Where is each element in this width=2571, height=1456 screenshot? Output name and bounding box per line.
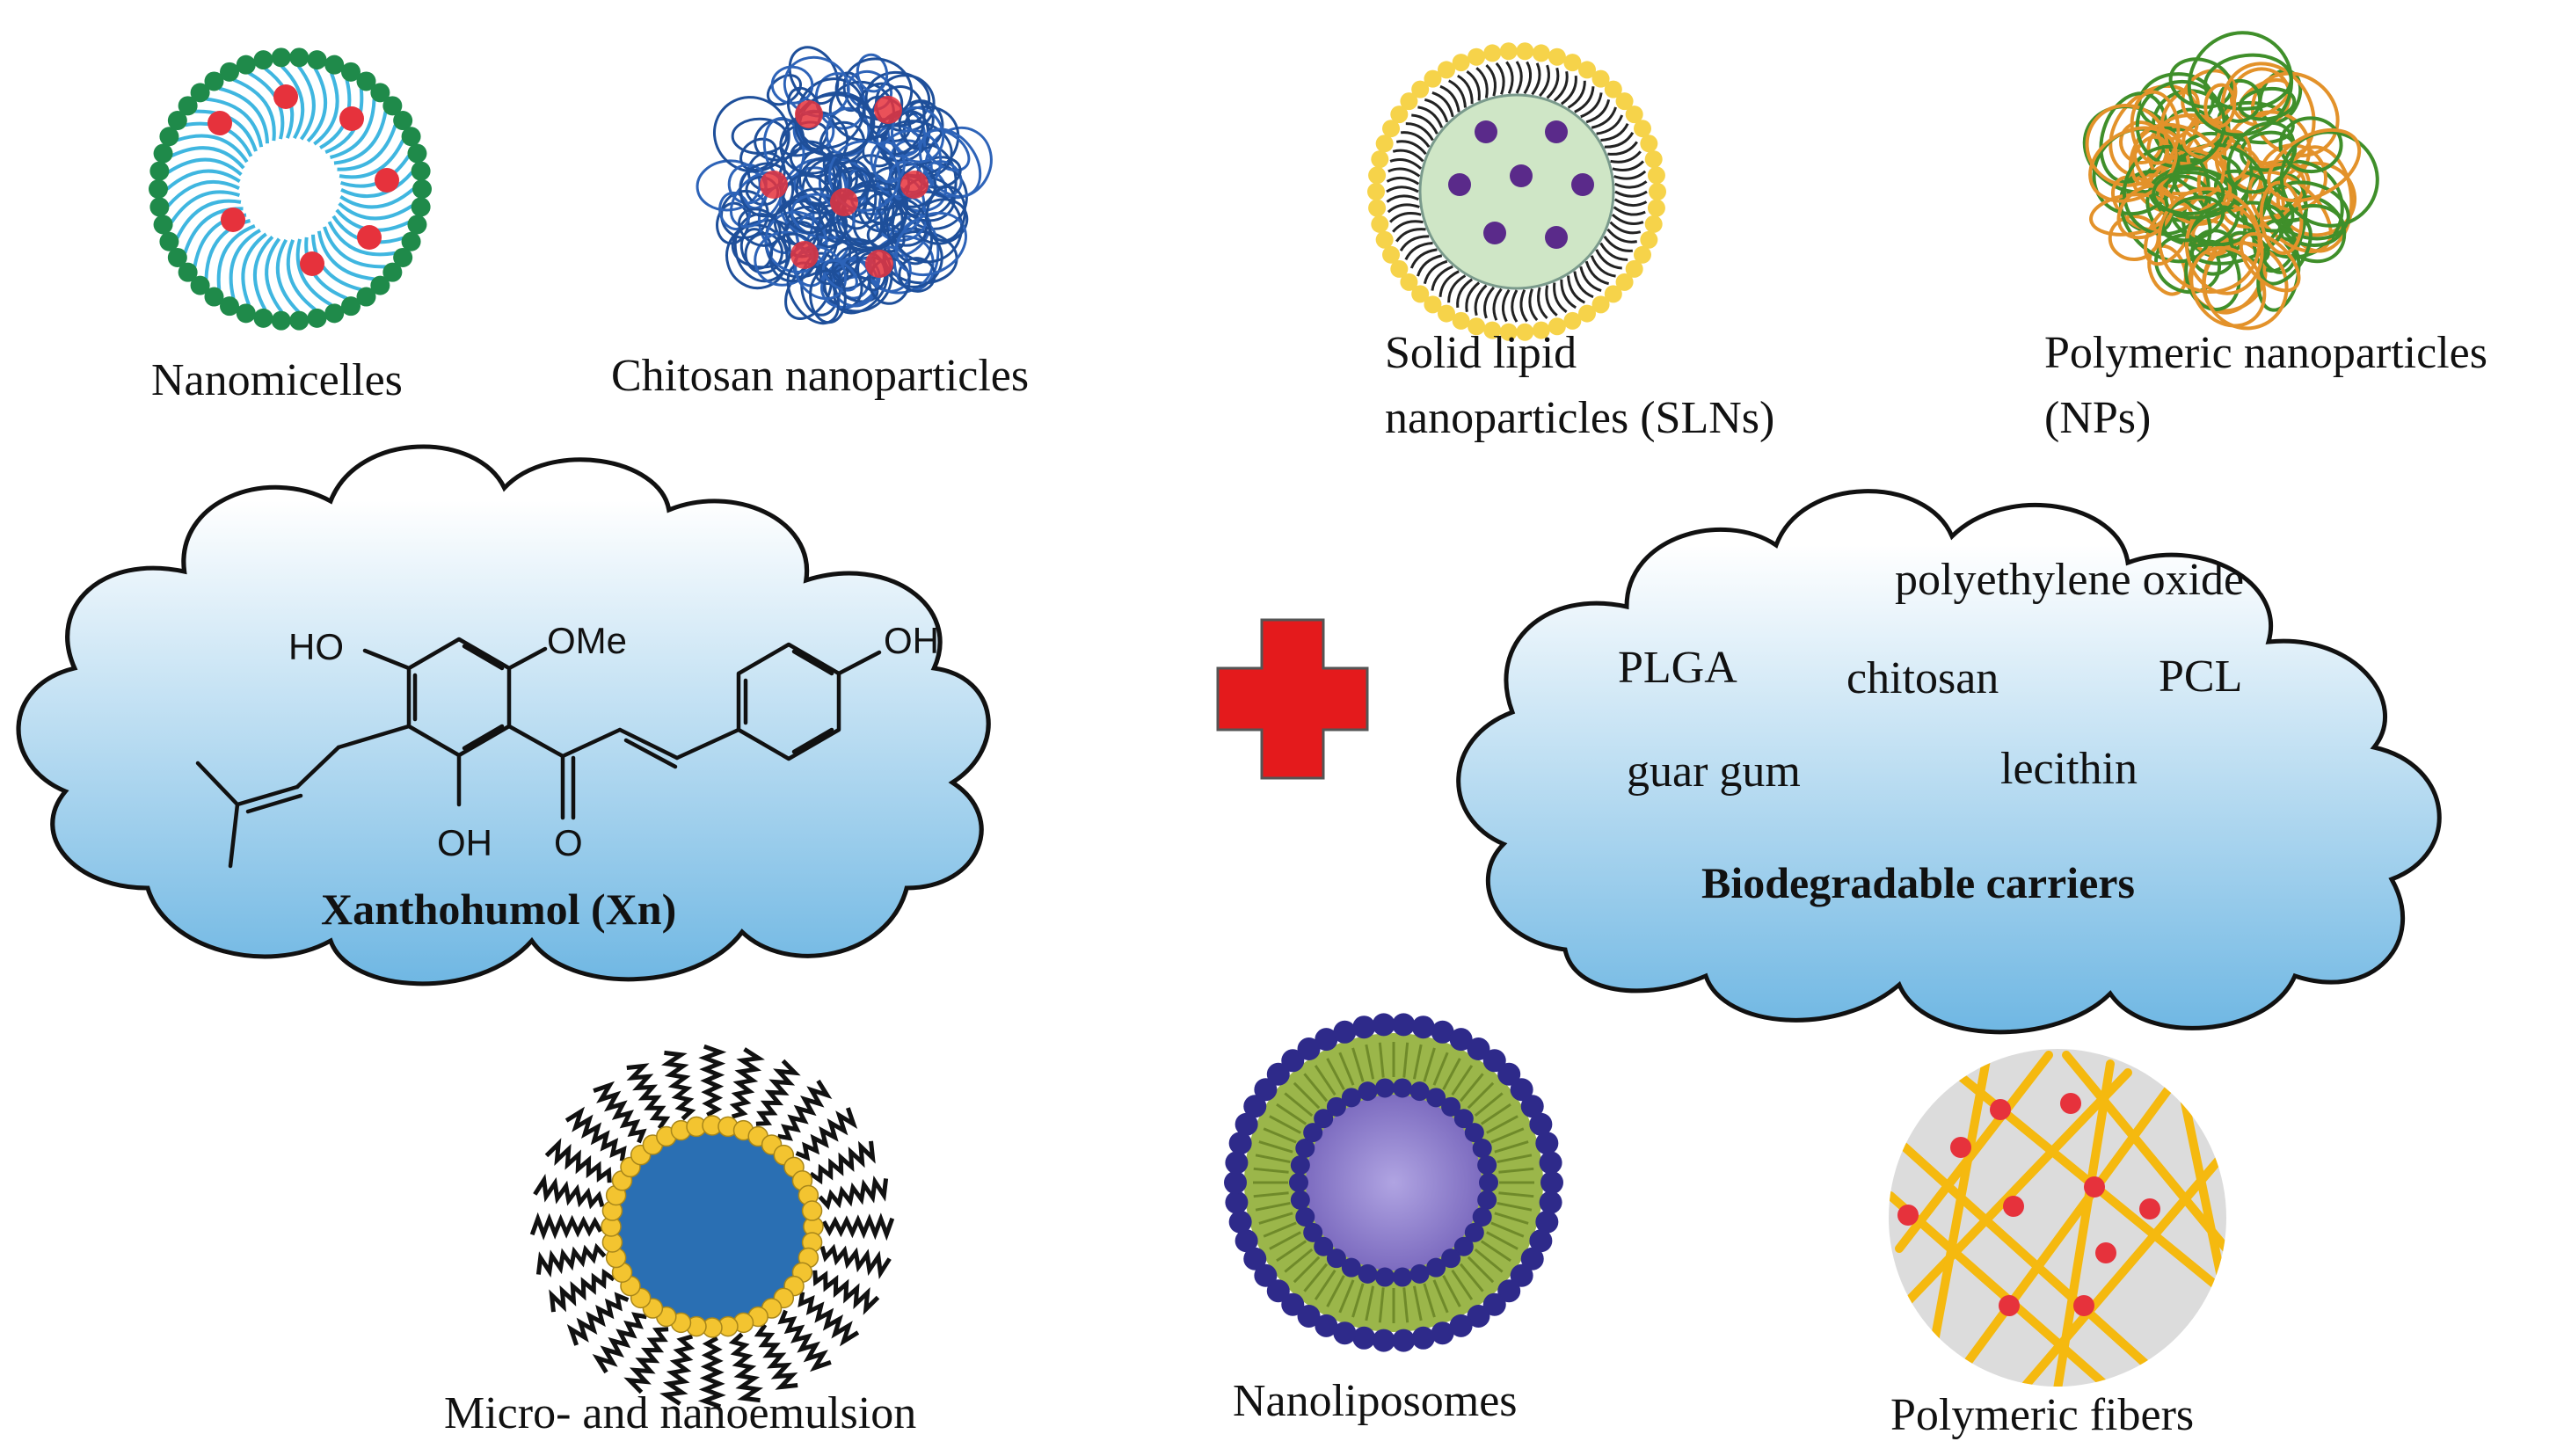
label-chitosan-nanoparticles: Chitosan nanoparticles [611, 351, 1030, 401]
label-polymeric-fibers: Polymeric fibers [1890, 1390, 2195, 1440]
nanomicelle-icon [149, 47, 432, 331]
label-solid-lipid-nanoparticles: Solid lipid nanoparticles (SLNs) [1385, 328, 1775, 443]
polymeric-nanoparticle-icon [2082, 31, 2379, 331]
plus-icon [1216, 618, 1369, 780]
carrier-lecithin: lecithin [2000, 744, 2138, 794]
solid-lipid-nanoparticle-icon [1367, 42, 1666, 341]
atom-ome: OMe [547, 620, 628, 661]
carrier-chitosan: chitosan [1846, 653, 1999, 703]
label-micro-nanoemulsion: Micro- and nanoemulsion [444, 1388, 917, 1438]
carrier-polyethylene-oxide: polyethylene oxide [1895, 555, 2245, 605]
carriers-title: Biodegradable carriers [1701, 858, 2135, 907]
carrier-guar-gum: guar gum [1627, 746, 1801, 797]
label-polymeric-nanoparticles: Polymeric nanoparticles (NPs) [2044, 328, 2487, 443]
atom-oh-bottom: OH [437, 822, 492, 863]
label-nanoliposomes: Nanoliposomes [1233, 1376, 1518, 1426]
atom-ho: HO [288, 626, 344, 667]
carrier-pcl: PCL [2159, 652, 2243, 702]
label-nanomicelles: Nanomicelles [151, 355, 403, 405]
carrier-plga: PLGA [1618, 643, 1737, 693]
polymeric-fiber-icon [1889, 1049, 2226, 1387]
nanoliposome-icon [1224, 1013, 1563, 1352]
atom-oh-right: OH [884, 620, 939, 661]
biodegradable-carriers-cloud [1456, 489, 2442, 1035]
chitosan-nanoparticle-icon [696, 46, 993, 325]
nanoemulsion-icon [529, 1044, 895, 1409]
xanthohumol-structure [195, 637, 882, 869]
molecule-name: Xanthohumol (Xn) [321, 885, 677, 934]
xanthohumol-cloud [16, 444, 991, 986]
atom-o: O [554, 822, 583, 863]
